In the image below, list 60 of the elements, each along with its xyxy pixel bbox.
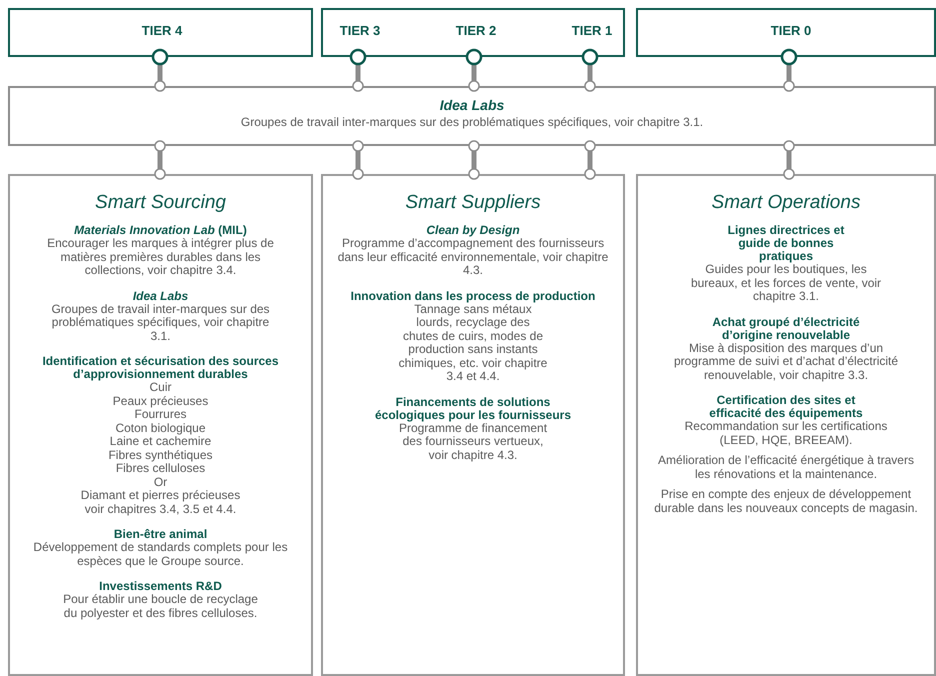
- connector: [582, 48, 598, 92]
- section-heading: Identification et sécurisation des sources d’approvisionnement durables: [41, 355, 280, 381]
- section-heading: Lignes directrices et guide de bonnes pratiques: [726, 224, 846, 263]
- column-title: Smart Suppliers: [405, 192, 541, 214]
- pillar-panel: [8, 174, 313, 676]
- tier-label: TIER 0: [770, 23, 812, 38]
- connector: [152, 48, 168, 92]
- section-heading: Investissements R&D: [99, 580, 222, 593]
- pillar-panel: [321, 174, 625, 676]
- band-title: Idea Labs: [440, 97, 504, 113]
- list-item: Diamant et pierres précieuses: [80, 489, 240, 502]
- section-heading: Clean by Design: [426, 224, 520, 237]
- description-text: Groupes de travail inter-marques sur des problématiques spécifiques, voir chapitre 3.1.: [240, 115, 704, 129]
- description-text: Programme de financement des fournisseurs vertueux, voir chapitre 4.3.: [398, 422, 548, 462]
- list-item: voir chapitres 3.4, 3.5 et 4.4.: [84, 502, 236, 516]
- list-item: Coton biologique: [115, 422, 206, 435]
- section-heading: Idea Labs: [132, 290, 188, 302]
- list-item: Laine et cachemire: [110, 435, 212, 448]
- list-item: Fibres synthétiques: [108, 448, 213, 462]
- description-text: Mise à disposition des marques d’un programme de suivi et d’achat d’électricité renouvelable, voir chapitre 3.3.: [672, 342, 900, 382]
- connector: [468, 140, 480, 180]
- tier-box: [636, 8, 936, 57]
- description-text: Encourager les marques à intégrer plus de matières premières durables dans les collections, voir chapitre 3.4.: [46, 237, 275, 278]
- info-band: [8, 86, 936, 146]
- description-text: Guides pour les boutiques, les bureaux, et les forces de vente, voir chapitre 3.1.: [690, 263, 882, 304]
- section-heading: Achat groupé d’électricité d’origine renouvelable: [711, 316, 861, 342]
- description-text: Tannage sans métaux lourds, recyclage des chutes de cuirs, modes de production sans instants chimiques, etc. voir chapitre 3.4 et 4.4.: [398, 302, 548, 384]
- description-text: Développement de standards complets pour les espèces que le Groupe source.: [32, 541, 289, 568]
- section-heading: Certification des sites et efficacité des équipements: [708, 394, 864, 420]
- tier-label: TIER 1: [572, 23, 612, 38]
- column-title: Smart Operations: [712, 192, 860, 214]
- connector: [350, 48, 366, 92]
- section-heading: Materials Innovation Lab (MIL): [74, 224, 247, 237]
- connector: [584, 140, 596, 180]
- description-text: Amélioration de l’efficacité énergétique à travers les rénovations et la maintenance.: [657, 454, 915, 481]
- section-heading: Bien-être animal: [114, 528, 208, 541]
- tier-box: [321, 8, 625, 57]
- tier-label: TIER 3: [340, 23, 380, 38]
- list-item: Peaux précieuses: [112, 394, 208, 408]
- tier-label: TIER 4: [142, 23, 182, 38]
- section-heading: Innovation dans les process de production: [350, 290, 596, 302]
- list-item: Or: [154, 476, 168, 489]
- connector: [154, 140, 166, 180]
- column-title: Smart Sourcing: [95, 192, 226, 214]
- connector: [352, 140, 364, 180]
- description-text: Pour établir une boucle de recyclage du polyester et des fibres celluloses.: [62, 593, 259, 620]
- list-item: Fibres celluloses: [116, 462, 206, 476]
- connector: [783, 140, 795, 180]
- pillar-panel: [636, 174, 936, 676]
- tier-label: TIER 2: [456, 23, 496, 38]
- description-text: Programme d’accompagnement des fournisseurs dans leur efficacité environnementale, voir chapitre 4.3.: [336, 237, 610, 278]
- description-text: Prise en compte des enjeux de développement durable dans les nouveaux concepts de magasin.: [653, 488, 919, 515]
- list-item: Cuir: [149, 381, 172, 394]
- description-text: Recommandation sur les certifications (LEED, HQE, BREEAM).: [684, 420, 888, 447]
- description-text: Groupes de travail inter-marques sur des problématiques spécifiques, voir chapitre 3.1.: [50, 302, 271, 343]
- list-item: Fourrures: [134, 408, 186, 422]
- section-heading: Financements de solutions écologiques pour les fournisseurs: [374, 396, 572, 422]
- connector: [780, 48, 798, 92]
- connector: [466, 48, 482, 92]
- tier-box: [8, 8, 313, 57]
